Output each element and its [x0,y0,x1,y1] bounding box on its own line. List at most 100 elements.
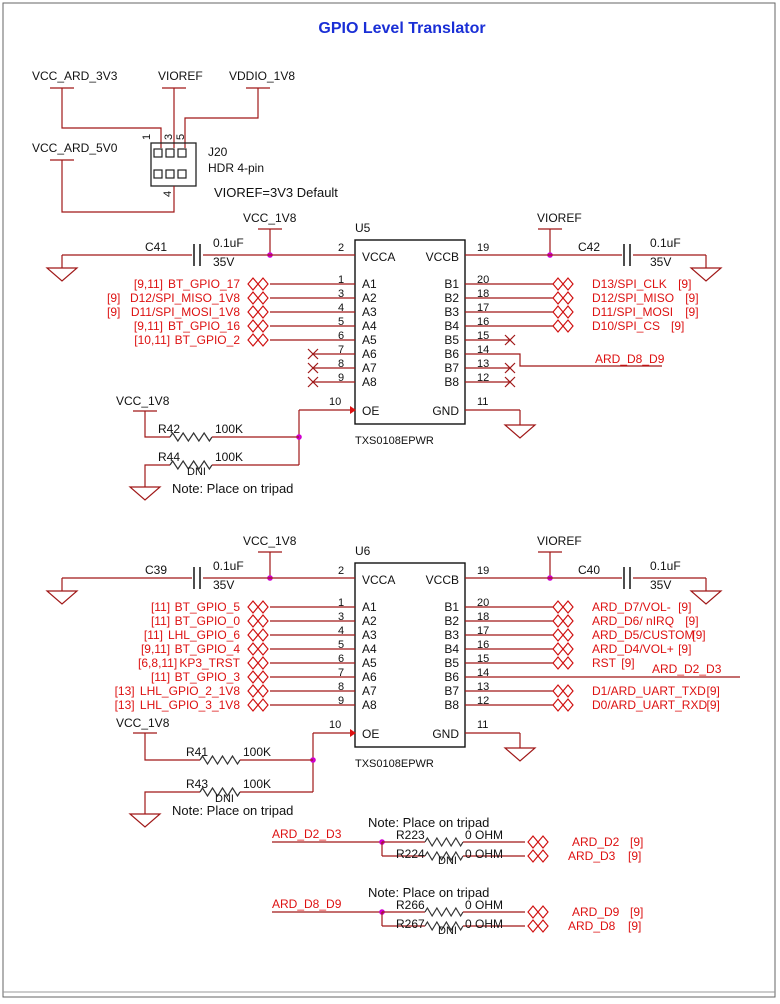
u5-ic-body [354,239,466,425]
u6-pulldown-resistor [199,786,241,798]
u5-pin-vcca: VCCA [362,250,395,264]
split1-out-a-ref: [9] [630,835,643,849]
u5-pulldown-ground-icon [128,486,162,501]
u6-b-connector-icon [552,656,574,670]
u6-pullup-resistor [199,754,241,766]
u5-pin-name-b: B6 [444,347,459,361]
split1-in-net-label: ARD_D2_D3 [272,827,342,841]
u6-b-net-label: ARD_D6/ nIRQ [592,614,674,628]
u6-pin-name-b: B4 [444,642,459,656]
u5-a-net-label: D11/SPI_MOSI_1V8 [131,305,240,319]
u6-pin-num-a: 6 [338,653,344,665]
u5-b-no-connect-icon [504,362,516,374]
u5-pin-num-a: 3 [338,288,344,300]
u6-num-gnd: 11 [477,719,488,731]
u5-a-connector-icon [247,333,269,347]
u6-pin-num-b: 18 [477,611,489,623]
u6-a-connector-icon [247,614,269,628]
u6-pulldown-ground-icon [128,813,162,828]
header-desc-label: HDR 4-pin [208,161,264,175]
u6-b-net-ref: [9] [692,628,705,642]
u6-num-vccb: 19 [477,565,489,577]
u6-a-net-ref: [11] [151,600,170,614]
u6-a-net-ref: [11] [151,670,170,684]
u5-pin-name-b: B5 [444,333,459,347]
u6-b-net-ref: [9] [678,600,691,614]
u5-cap-right-ground-icon [689,267,723,282]
u6-a-connector-icon [247,628,269,642]
u5-pulldown-dni: DNI [187,466,206,478]
u6-a-net-ref: [11] [144,628,163,642]
u6-pin-num-b: 13 [477,681,489,693]
u5-pin-num-a: 8 [338,358,344,370]
u5-pin-name-b: B3 [444,305,459,319]
u6-pin-num-a: 4 [338,625,344,637]
power-label-vioref: VIOREF [158,69,203,83]
u5-pin-num-a: 6 [338,330,344,342]
u5-a-net-ref: [10,11] [134,333,170,347]
u5-pin-num-b: 15 [477,330,489,342]
u6-cap-right-value: 0.1uF [650,559,681,573]
u6-pin-vccb: VCCB [426,573,459,587]
header-pin-top [165,148,175,158]
u6-part-label: TXS0108EPWR [355,758,434,770]
u5-pin-name-b: B7 [444,361,459,375]
u6-b-net-ref: [9] [685,614,698,628]
u6-a-net-label: BT_GPIO_0 [175,614,241,628]
u5-pulldown-wire [144,464,170,487]
u6-pin-num-b: 16 [477,639,489,651]
u6-pin-vcca: VCCA [362,573,395,587]
u6-pin-name-b: B6 [444,670,459,684]
u5-pin-name-a: A8 [362,375,377,389]
u6-num-vcca: 2 [338,565,344,577]
split1-resistor-b [424,850,464,862]
u6-pin-name-a: A5 [362,656,377,670]
u6-pulldown-wire [144,791,200,814]
u5-tripad-note: Note: Place on tripad [172,481,293,496]
u5-pin-num-b: 12 [477,372,489,384]
u6-cap-left-ref: C39 [145,563,167,577]
u6-pin-name-a: A2 [362,614,377,628]
u6-b-net-label: D1/ARD_UART_TXD [592,684,706,698]
u6-cap-left-voltage: 35V [213,578,234,592]
u5-pullup-wire [144,411,170,438]
u5-a-net-label: BT_GPIO_17 [168,277,240,291]
u6-oe-vcc-label: VCC_1V8 [116,716,170,730]
power-label-vcc-ard-5v0: VCC_ARD_5V0 [32,141,118,155]
u6-b-net-label: ARD_D4/VOL+ [592,642,674,656]
u6-b-net-label: D0/ARD_UART_RXD [592,698,707,712]
u6-b-connector-icon [552,614,574,628]
split2-out-b-ref: [9] [628,919,641,933]
u5-b-net-ref: [9] [678,277,691,291]
u5-cap-right-voltage: 35V [650,255,671,269]
header-pin-bottom [177,169,187,179]
u6-pin-name-a: A8 [362,698,377,712]
split1-dni: DNI [438,855,457,867]
header-pin-top [153,148,163,158]
u6-ic-ground-icon [503,747,537,762]
u6-vcc-left-label: VCC_1V8 [243,534,297,548]
split2-connector-a-icon [527,905,549,919]
split2-connector-b-icon [527,919,549,933]
u6-cap-right-voltage: 35V [650,578,671,592]
u5-a-net-label: D12/SPI_MISO_1V8 [130,291,240,305]
u5-cap-right-value: 0.1uF [650,236,681,250]
u5-part-label: TXS0108EPWR [355,435,434,447]
u5-a-net-label: BT_GPIO_16 [168,319,240,333]
u5-pin-gnd: GND [432,404,459,418]
split1-resistor-a [424,836,464,848]
u6-pin-name-a: A4 [362,642,377,656]
u6-pin-name-a: A1 [362,600,377,614]
u6-a-connector-icon [247,698,269,712]
u6-b-net-label: RST [592,656,617,670]
u5-pin-name-b: B1 [444,277,459,291]
u5-pin-name-a: A1 [362,277,377,291]
u5-num-oe: 10 [329,396,341,408]
u5-pin-num-a: 7 [338,344,344,356]
u5-a-net-ref: [9] [107,305,120,319]
u5-b-connector-icon [552,305,574,319]
u5-a-net-ref: [9,11] [134,319,163,333]
u5-pin-num-a: 9 [338,372,344,384]
header-pin-bottom [165,169,175,179]
